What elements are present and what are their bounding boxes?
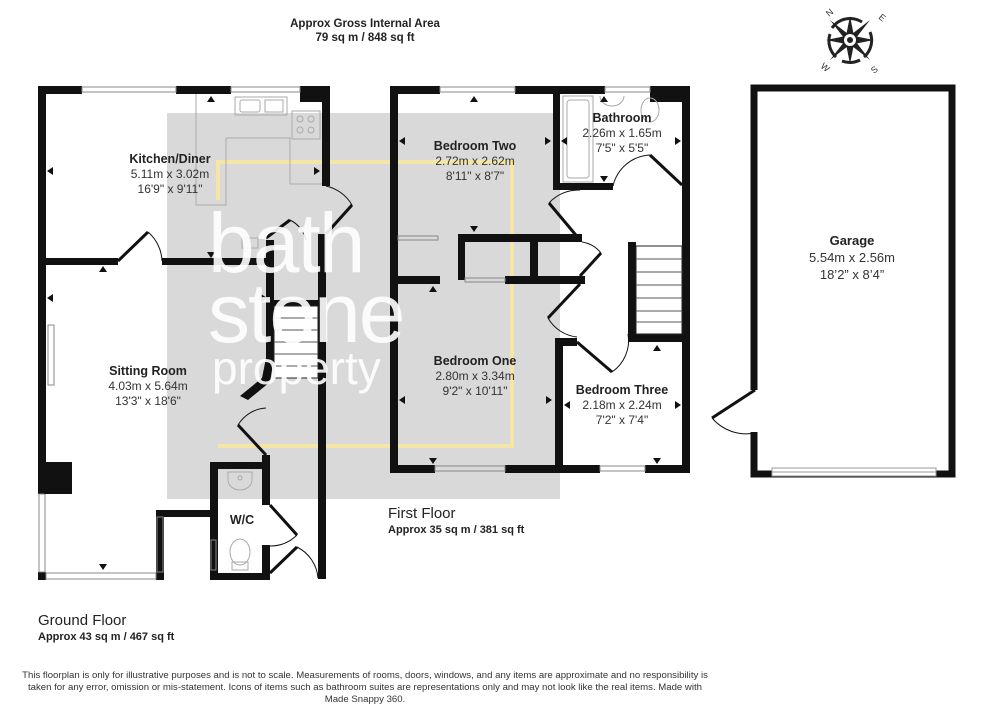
garage-walls bbox=[711, 84, 956, 478]
room-metric: 2.18m x 2.24m bbox=[582, 398, 662, 412]
room-metric: 5.11m x 3.02m bbox=[130, 167, 210, 181]
gross-area-title: Approx Gross Internal Area bbox=[290, 18, 440, 30]
room-imperial: 13'3" x 18'6" bbox=[115, 394, 181, 408]
ground-floor-windows bbox=[38, 86, 301, 580]
room-name: Sitting Room bbox=[109, 364, 187, 378]
watermark: bath stone property bbox=[208, 196, 468, 394]
first-floor-area: Approx 35 sq m / 381 sq ft bbox=[388, 524, 525, 536]
room-bedroom-two: Bedroom Two 2.72m x 2.62m 8'11" x 8'7" bbox=[415, 139, 535, 184]
watermark-line-2: stone bbox=[208, 266, 406, 360]
room-name: Bedroom Three bbox=[575, 383, 669, 397]
room-imperial: 18’2” x 8’4” bbox=[819, 267, 885, 282]
watermark-line-1: bath bbox=[208, 196, 366, 290]
svg-text:E: E bbox=[877, 12, 888, 24]
svg-text:S: S bbox=[869, 64, 880, 76]
first-floor-doors bbox=[546, 153, 684, 374]
room-metric: 2.72m x 2.62m bbox=[435, 154, 515, 168]
first-floor-caption: First Floor Approx 35 sq m / 381 sq ft bbox=[388, 505, 524, 537]
watermark-line-3: property bbox=[212, 342, 381, 394]
room-imperial: 8'11" x 8'7" bbox=[445, 169, 505, 183]
room-imperial: 16'9" x 9'11" bbox=[137, 182, 203, 196]
room-bedroom-one: Bedroom One 2.80m x 3.34m 9'2" x 10'11" bbox=[415, 354, 535, 399]
room-sitting-room: Sitting Room 4.03m x 5.64m 13'3" x 18'6" bbox=[88, 364, 208, 409]
kitchen-fixtures bbox=[195, 94, 322, 249]
first-floor-walls bbox=[390, 86, 690, 473]
room-imperial: 9'2" x 10'11" bbox=[442, 384, 508, 398]
room-imperial: 7'5" x 5'5" bbox=[595, 141, 649, 155]
room-name: Garage bbox=[829, 233, 875, 248]
watermark-panel bbox=[167, 113, 560, 499]
room-metric: 2.80m x 3.34m bbox=[435, 369, 515, 383]
room-name: Bathroom bbox=[592, 111, 652, 125]
first-floor-windows bbox=[397, 86, 651, 472]
ground-floor-caption: Ground Floor Approx 43 sq m / 467 sq ft bbox=[38, 612, 174, 644]
first-floor-stairs bbox=[635, 245, 683, 335]
room-metric: 2.26m x 1.65m bbox=[582, 126, 662, 140]
ground-floor-area: Approx 43 sq m / 467 sq ft bbox=[38, 631, 175, 643]
room-metric: 5.54m x 2.56m bbox=[809, 250, 895, 265]
room-name: Bedroom Two bbox=[433, 139, 517, 153]
room-name: Kitchen/Diner bbox=[129, 152, 211, 166]
svg-text:N: N bbox=[824, 7, 835, 19]
ground-floor-doors bbox=[116, 185, 354, 579]
first-floor-label: First Floor bbox=[388, 505, 456, 522]
room-kitchen-diner: Kitchen/Diner 5.11m x 3.02m 16'9" x 9'11… bbox=[110, 152, 230, 197]
room-bedroom-three: Bedroom Three 2.18m x 2.24m 7'2" x 7'4" bbox=[563, 383, 681, 428]
compass-rose-icon: N E W S bbox=[819, 7, 888, 76]
watermark-accent-frame bbox=[216, 160, 514, 448]
room-imperial: 7'2" x 7'4" bbox=[595, 413, 649, 427]
gross-internal-area: Approx Gross Internal Area 79 sq m / 848… bbox=[230, 17, 500, 45]
ground-floor-stairs bbox=[273, 305, 319, 379]
gross-area-value: 79 sq m / 848 sq ft bbox=[315, 32, 415, 44]
wc-fixtures bbox=[227, 471, 253, 571]
bathroom-fixtures bbox=[562, 95, 660, 183]
dimension-markers bbox=[47, 96, 681, 570]
room-name: W/C bbox=[229, 513, 255, 527]
room-wc: W/C bbox=[222, 513, 262, 528]
ground-floor-label: Ground Floor bbox=[38, 612, 127, 629]
room-garage: Garage 5.54m x 2.56m 18’2” x 8’4” bbox=[772, 232, 932, 283]
room-name: Bedroom One bbox=[433, 354, 517, 368]
disclaimer: This floorplan is only for illustrative … bbox=[22, 670, 708, 705]
room-bathroom: Bathroom 2.26m x 1.65m 7'5" x 5'5" bbox=[566, 111, 678, 156]
room-metric: 4.03m x 5.64m bbox=[108, 379, 188, 393]
